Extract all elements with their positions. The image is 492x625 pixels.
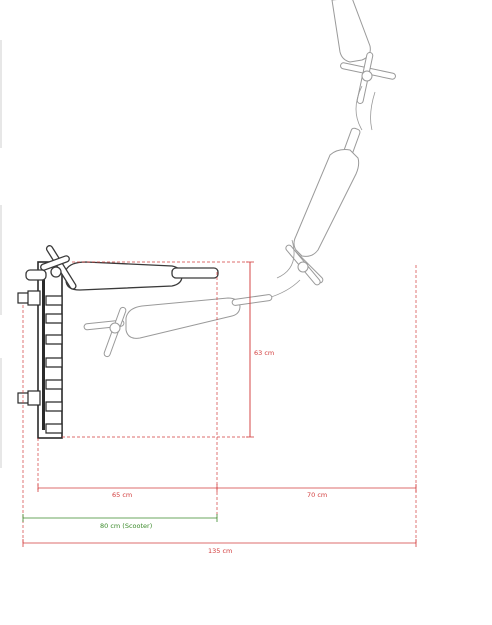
total-label: 135 cm [208, 547, 232, 555]
arm-swing-lower [83, 294, 273, 358]
arm-folded [25, 245, 219, 291]
dimension-scooter: 80 cm (Scooter) [22, 514, 218, 530]
wall-bracket [17, 261, 63, 439]
dimension-guides [22, 261, 417, 545]
swing-label: 70 cm [307, 491, 327, 499]
arm-swing-upper [331, 0, 396, 155]
depth-label: 65 cm [112, 491, 132, 499]
arm-swing-middle [267, 149, 360, 299]
scooter-label: 80 cm (Scooter) [100, 522, 152, 530]
height-label: 63 cm [254, 349, 274, 357]
dimension-total: 135 cm [22, 539, 417, 555]
dimension-depth: 65 cm 70 cm [37, 484, 417, 499]
dimension-height: 63 cm [246, 261, 274, 438]
